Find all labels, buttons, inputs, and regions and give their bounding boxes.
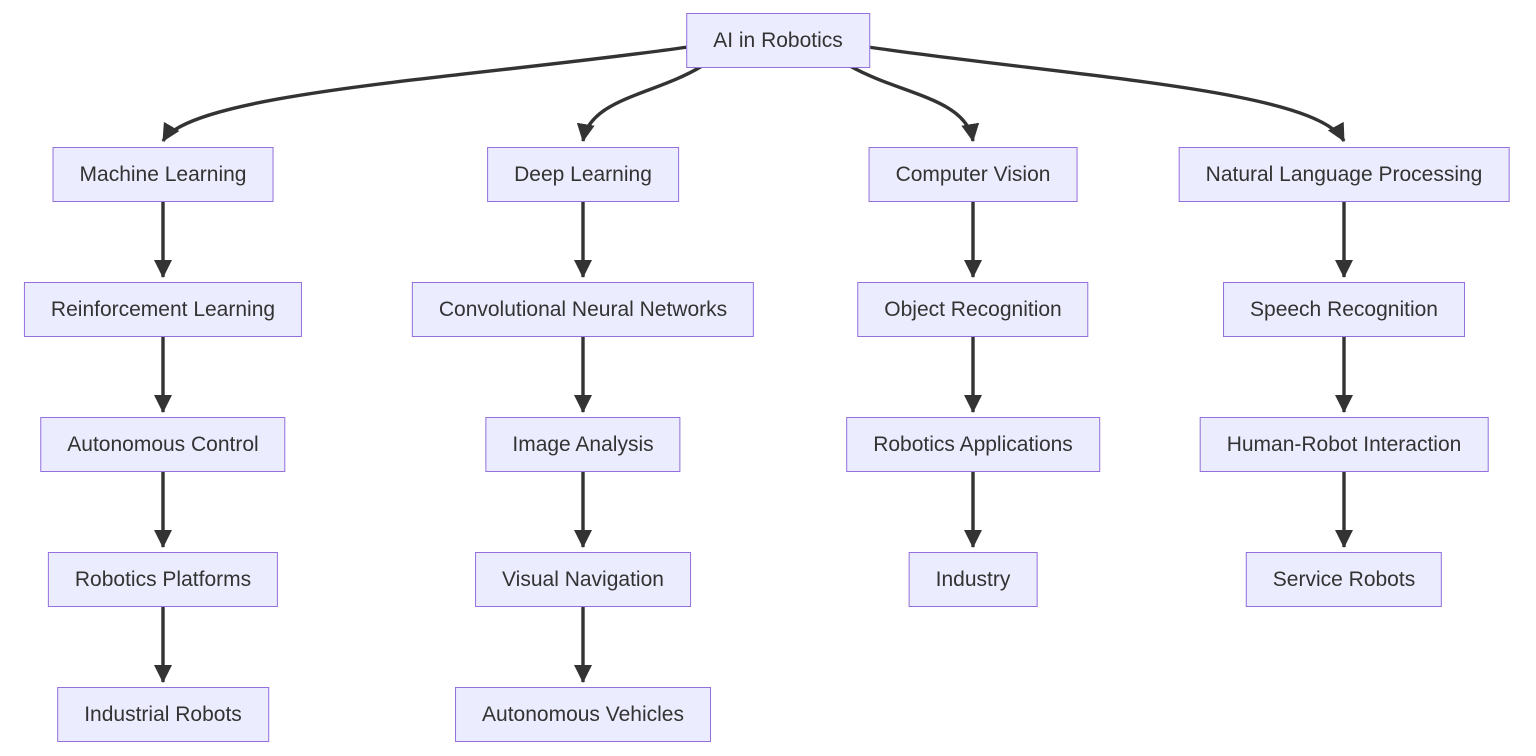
node-autonomous-vehicles: Autonomous Vehicles — [455, 687, 711, 742]
node-machine-learning: Machine Learning — [52, 147, 274, 202]
node-object-recognition: Object Recognition — [857, 282, 1089, 337]
node-autonomous-control: Autonomous Control — [40, 417, 286, 472]
node-deep-learning: Deep Learning — [487, 147, 679, 202]
node-speech-recognition: Speech Recognition — [1223, 282, 1465, 337]
node-natural-language-processing: Natural Language Processing — [1178, 147, 1510, 202]
node-reinforcement-learning: Reinforcement Learning — [23, 282, 303, 337]
node-robotics-platforms: Robotics Platforms — [47, 552, 279, 607]
node-convolutional-neural-networks: Convolutional Neural Networks — [411, 282, 755, 337]
node-industrial-robots: Industrial Robots — [57, 687, 269, 742]
node-computer-vision: Computer Vision — [868, 147, 1078, 202]
edge-root-computer-vision — [849, 64, 980, 142]
node-robotics-applications: Robotics Applications — [846, 417, 1100, 472]
edge-root-machine-learning — [161, 45, 689, 142]
edge-root-deep-learning — [576, 64, 703, 142]
edge-root-natural-language-processing — [867, 45, 1346, 142]
node-industry: Industry — [908, 552, 1038, 607]
node-image-analysis: Image Analysis — [485, 417, 681, 472]
node-human-robot-interaction: Human-Robot Interaction — [1199, 417, 1489, 472]
node-visual-navigation: Visual Navigation — [475, 552, 691, 607]
node-ai-in-robotics: AI in Robotics — [686, 13, 870, 68]
node-service-robots: Service Robots — [1245, 552, 1443, 607]
